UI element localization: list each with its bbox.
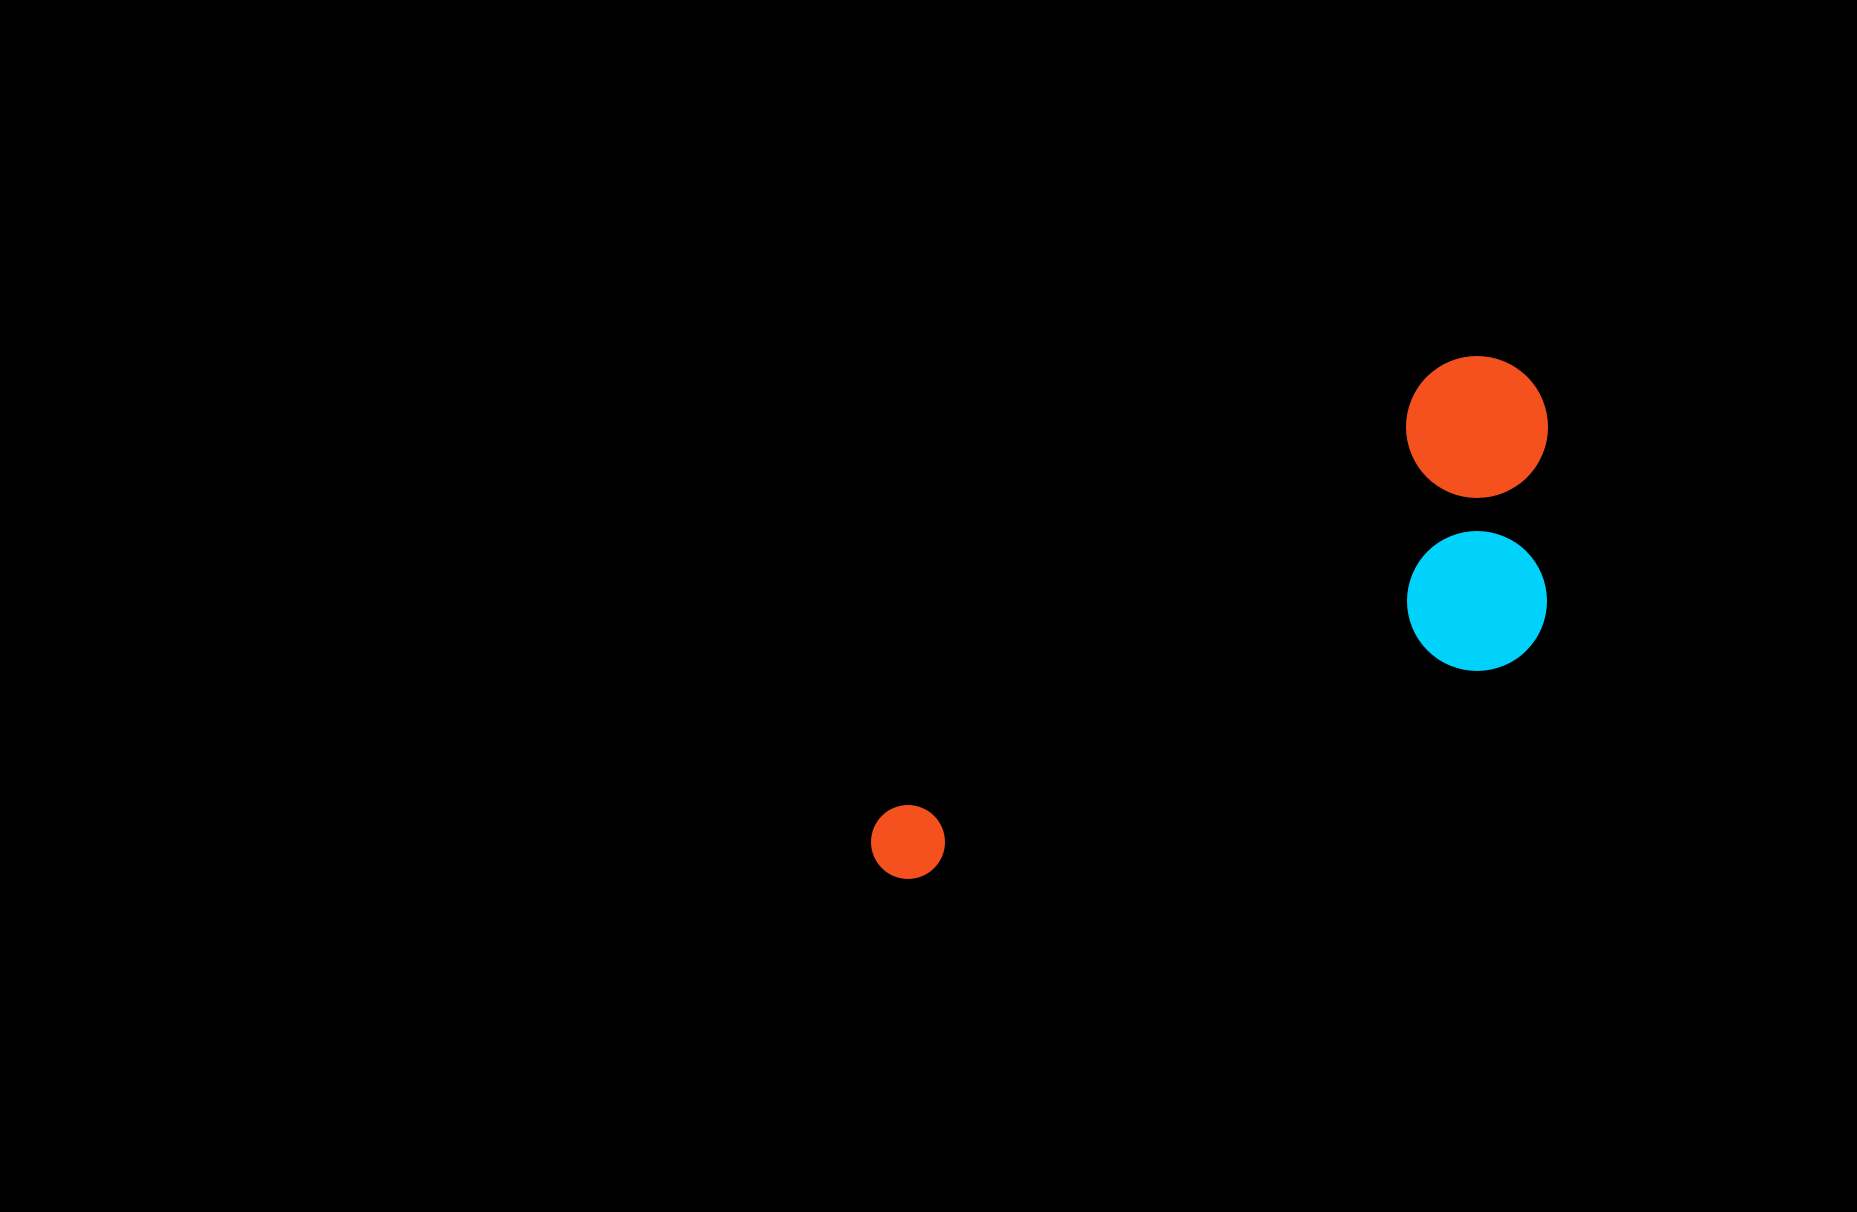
target-circle-small-orange[interactable] (871, 805, 945, 879)
target-circle-large-orange[interactable] (1406, 356, 1548, 498)
target-circle-cyan[interactable] (1407, 531, 1547, 671)
